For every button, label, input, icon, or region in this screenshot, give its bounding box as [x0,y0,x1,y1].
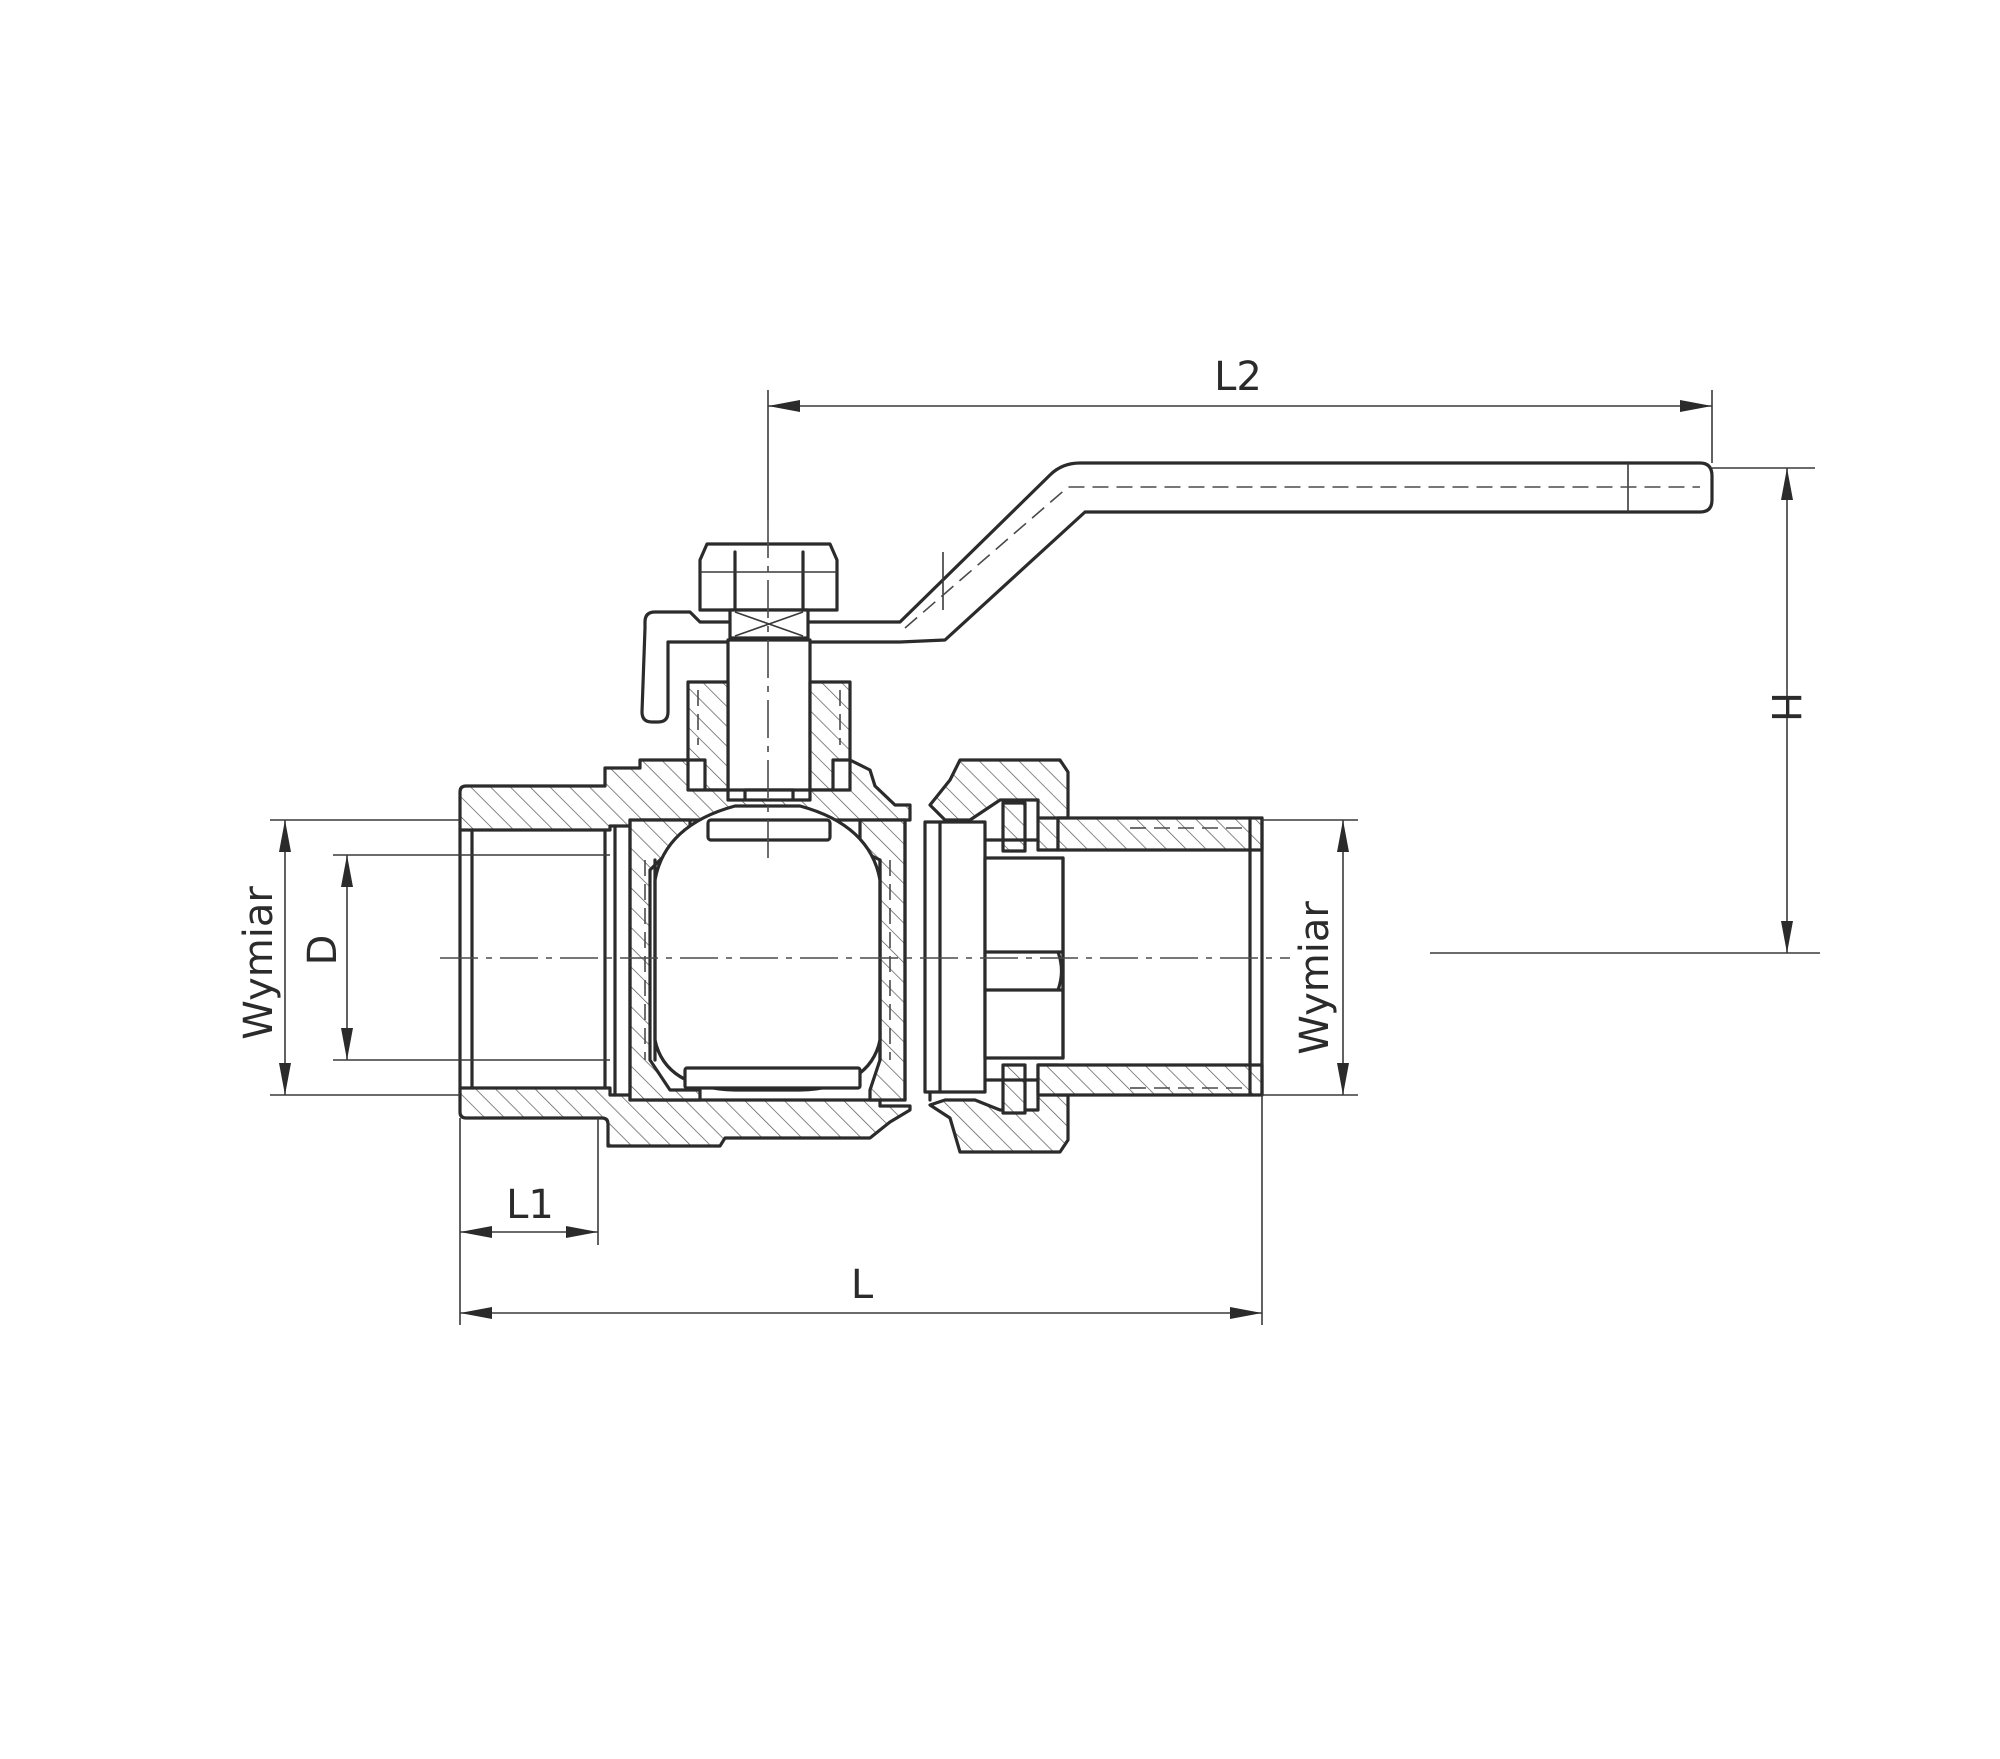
label-h: H [1762,692,1808,722]
label-l1: L1 [506,1182,554,1228]
label-l: L [851,1262,874,1308]
dimension-wymiar-left: Wymiar [236,819,460,1096]
label-wymiar-left: Wymiar [236,886,282,1040]
dimension-d: D [300,854,610,1061]
valve-body [458,758,912,1148]
valve-ball [644,804,891,1092]
label-wymiar-right: Wymiar [1292,901,1338,1055]
stem-nut [698,542,839,612]
dimension-l1: L1 [459,1118,599,1325]
dimension-wymiar-right: Wymiar [1262,819,1358,1096]
label-d: D [300,935,346,966]
lever-handle [640,461,1714,724]
dimension-l2: L2 [767,354,1713,520]
label-l2: L2 [1214,354,1262,400]
dimension-h: H [1430,467,1820,954]
dimension-l: L [460,1095,1263,1325]
tail-piece [983,816,1264,1097]
center-lines [440,520,1290,959]
union-nut [923,758,1070,1154]
